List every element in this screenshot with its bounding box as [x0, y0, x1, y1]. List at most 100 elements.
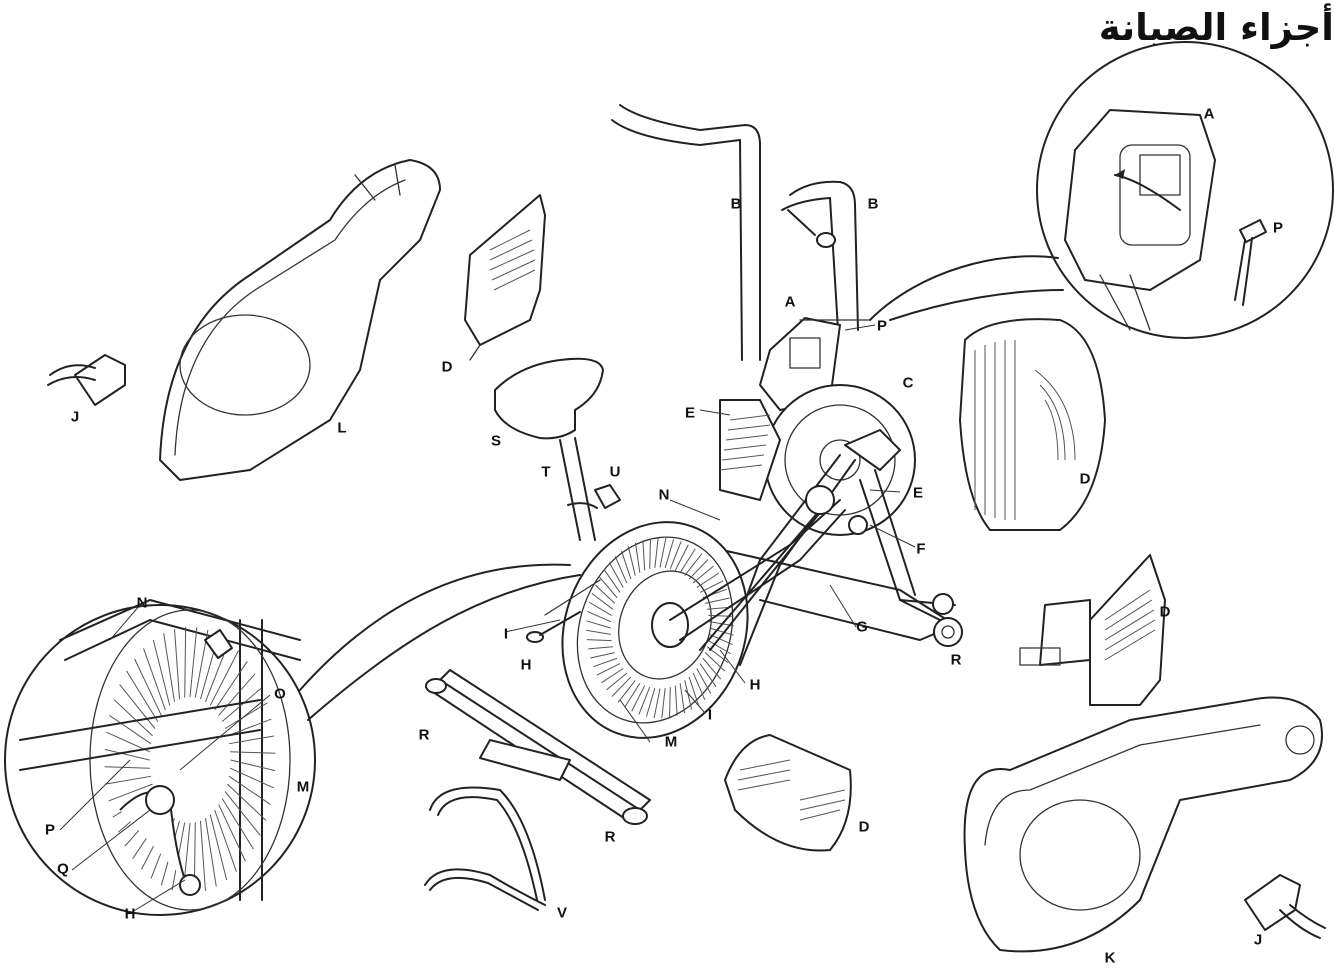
side-cover-right — [1019, 554, 1166, 706]
spoke-line — [214, 809, 237, 872]
spoke-line — [209, 814, 228, 881]
label-d-top: D — [441, 358, 453, 376]
spoke-line — [109, 715, 152, 745]
label-n-main: N — [658, 486, 670, 504]
spoke-line — [586, 620, 611, 629]
spoke-line — [152, 639, 171, 706]
spoke-line — [688, 676, 699, 706]
spoke-line — [106, 731, 151, 753]
spoke-line — [134, 658, 162, 716]
spoke-line — [624, 683, 641, 708]
spoke-line — [205, 818, 217, 887]
side-cover-top — [464, 194, 546, 361]
label-l: L — [337, 419, 347, 437]
spoke-line — [163, 633, 175, 702]
spoke-line — [608, 562, 624, 588]
label-a-inset: A — [1203, 105, 1215, 123]
label-b-right: B — [867, 195, 879, 213]
spoke-line — [705, 597, 730, 604]
seat — [494, 357, 604, 440]
spoke-line — [199, 820, 206, 891]
label-j-left: J — [70, 408, 80, 426]
spoke-line — [603, 569, 621, 593]
spoke-line — [621, 550, 632, 580]
spoke-line — [119, 684, 156, 729]
diagram-title: أجزاء الصيانة — [1098, 6, 1334, 49]
spoke-line — [588, 646, 613, 650]
spoke-line — [679, 548, 696, 573]
spoke-line — [692, 672, 706, 700]
label-i-left: I — [503, 625, 509, 643]
spoke-line — [696, 668, 712, 694]
spoke-line — [229, 735, 275, 745]
spoke-line — [214, 661, 248, 711]
spoke-line — [601, 668, 624, 684]
left-cover — [159, 159, 441, 481]
spoke-line — [221, 687, 263, 723]
spoke-line — [143, 648, 166, 711]
label-s: S — [490, 432, 502, 450]
spoke-line — [227, 783, 267, 821]
label-d-right-large: D — [1079, 470, 1091, 488]
label-m-inset: M — [296, 778, 310, 796]
label-a-console: A — [784, 293, 796, 311]
spoke-line — [209, 650, 239, 706]
spoke-line — [661, 688, 666, 719]
label-j-right: J — [1253, 931, 1263, 949]
label-e-right: E — [912, 484, 924, 502]
spoke-line — [108, 783, 153, 802]
spoke-line — [645, 688, 656, 717]
label-h-right: H — [749, 676, 761, 694]
spoke-line — [674, 685, 678, 716]
spoke-line — [699, 663, 717, 687]
label-d-right-small: D — [1159, 603, 1171, 621]
label-h-left: H — [520, 656, 532, 674]
spoke-line — [606, 672, 628, 691]
label-c: C — [902, 374, 914, 392]
spoke-line — [627, 546, 636, 576]
spoke-line — [684, 553, 703, 576]
frame-arm — [719, 399, 781, 501]
bottom-cover — [724, 734, 852, 852]
spoke-line — [227, 718, 272, 737]
leader-lines — [59, 324, 916, 913]
spoke-line — [617, 680, 636, 703]
label-q-inset: Q — [57, 860, 69, 878]
fan-housing — [764, 384, 916, 536]
label-m-main: M — [664, 733, 678, 751]
label-u: U — [609, 463, 621, 481]
inset-console-body — [1064, 109, 1216, 291]
spoke-line — [702, 657, 722, 680]
inset-plug — [1239, 219, 1267, 243]
spoke-line — [654, 537, 659, 568]
spoke-line — [634, 542, 641, 573]
label-b-left: B — [730, 195, 742, 213]
spoke-line — [659, 537, 667, 568]
spoke-line — [684, 680, 693, 710]
label-n-inset: N — [136, 594, 148, 612]
label-f: F — [916, 540, 926, 558]
spoke-line — [591, 592, 614, 610]
spoke-line — [230, 751, 276, 754]
pedal-left — [47, 354, 126, 406]
spoke-line — [221, 798, 254, 850]
spoke-line — [598, 576, 618, 599]
label-p-detail: P — [44, 821, 56, 839]
label-g: G — [856, 618, 868, 636]
front-stabilizer — [425, 669, 651, 825]
spoke-line — [126, 670, 159, 722]
spoke-line — [596, 663, 621, 676]
label-p-inset: P — [1272, 219, 1284, 237]
spoke-line — [642, 540, 646, 571]
drive-belt — [424, 786, 546, 911]
seat-assembly — [494, 357, 621, 541]
spoke-line — [586, 629, 611, 635]
right-cover — [963, 696, 1323, 953]
spoke-line — [679, 683, 686, 714]
spoke-line — [669, 541, 682, 570]
label-r-bottom: R — [604, 828, 616, 846]
label-o-inset: O — [274, 685, 286, 703]
spoke-line — [704, 652, 726, 672]
spoke-line — [224, 702, 268, 729]
spoke-line — [174, 629, 181, 700]
